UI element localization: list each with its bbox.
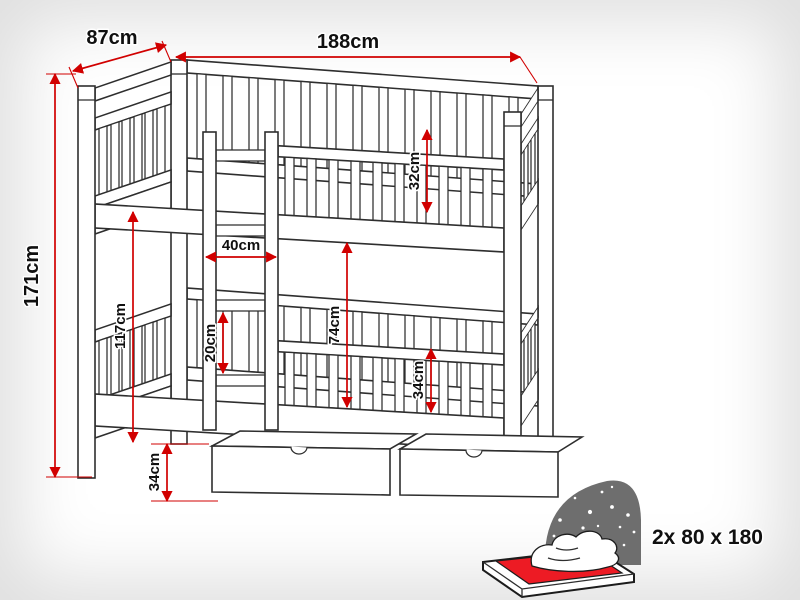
dimension-label-side-inner: 117cm [112, 303, 129, 349]
dimension-label-height: 171cm [21, 245, 43, 307]
drawers [208, 430, 585, 498]
back-left-post [170, 59, 188, 445]
bed-right-side [520, 85, 539, 429]
dimension-label-depth: 87cm [86, 27, 137, 49]
front-left-post [77, 85, 96, 479]
dimension-label-bunk-clearance: 74cm [326, 306, 343, 344]
left-drawer-front [211, 445, 391, 496]
right-drawer-handle-notch [465, 449, 483, 458]
left-drawer-handle-notch [290, 446, 308, 455]
bed-base-edges [482, 561, 635, 597]
dimension-label-lower-guard: 34cm [410, 361, 427, 399]
dimension-label-upper-guard: 32cm [406, 152, 423, 190]
dimension-lines [46, 40, 538, 503]
ladder [202, 131, 279, 431]
dimension-label-drawer-height: 34cm [146, 453, 163, 491]
duvet [530, 530, 620, 573]
mattress-size-icon: 2x 80 x 180 [482, 480, 764, 599]
mattress-size-label: 2x 80 x 180 [652, 526, 763, 549]
dimension-labels: 87cm 188cm 171cm 32cm 40cm 20cm 74cm 117… [20, 26, 429, 493]
dim-depth-line [71, 42, 168, 74]
dimension-label-width: 188cm [317, 31, 379, 53]
right-drawer-front [399, 448, 559, 498]
duvet-folds [547, 547, 581, 562]
front-right-post [503, 111, 522, 469]
dimension-label-ladder-width: 40cm [222, 237, 260, 254]
dimension-label-rung-spacing: 20cm [202, 324, 219, 362]
back-right-post [537, 85, 554, 453]
